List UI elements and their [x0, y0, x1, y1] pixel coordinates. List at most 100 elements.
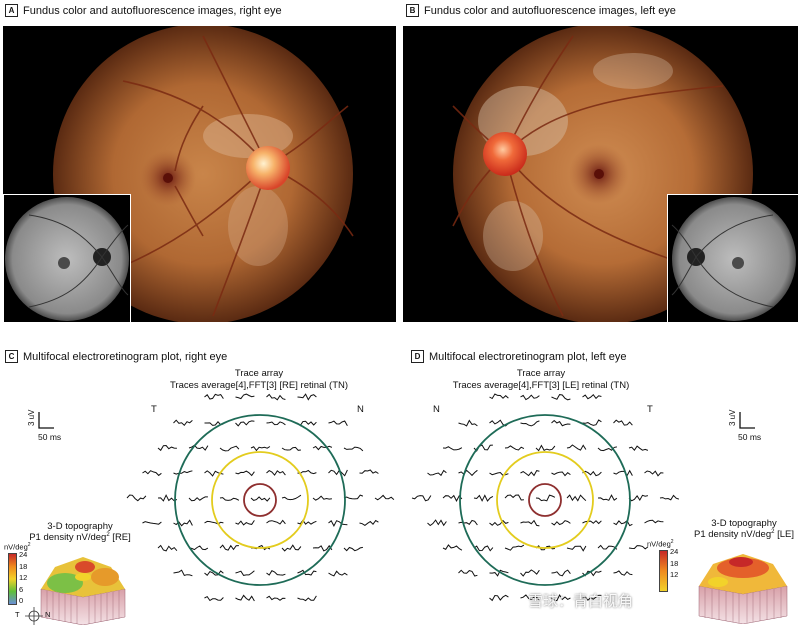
trace-waveform	[343, 494, 364, 500]
trace-waveform	[582, 594, 602, 601]
trace-waveform	[520, 470, 540, 477]
trace-waveform	[628, 494, 649, 502]
trace-waveform	[551, 419, 571, 427]
panel-c-left-marker: T	[151, 404, 157, 415]
trace-waveform	[281, 544, 302, 552]
trace-waveform	[173, 519, 193, 527]
panel-c-topo-subtitle: P1 density nV/deg2 [RE]	[29, 532, 131, 543]
trace-waveform	[489, 519, 509, 526]
trace-waveform	[566, 545, 587, 552]
trace-waveform	[312, 495, 332, 501]
trace-waveform	[504, 494, 524, 501]
panel-d-legend-unit-text: nV/deg	[647, 539, 671, 549]
trace-waveform	[535, 494, 556, 502]
panel-c-topo-subtitle-text: P1 density nV/deg	[29, 532, 107, 544]
trace-waveform	[628, 545, 649, 550]
panel-c-topo-subtitle-sup: 2	[106, 532, 110, 538]
trace-waveform	[266, 519, 286, 525]
panel-c-scale-bar: 3 uV 50 ms	[27, 410, 88, 446]
right-eye-autofluorescence-inset	[3, 194, 131, 322]
panel-a-title: A Fundus color and autofluorescence imag…	[5, 4, 282, 17]
trace-waveform	[628, 445, 649, 452]
trace-waveform	[235, 520, 255, 526]
panel-d-scale-bar: 3 uV 50 ms	[724, 410, 784, 446]
trace-waveform	[489, 594, 509, 602]
trace-waveform	[235, 470, 255, 477]
panel-c-title-text: Multifocal electroretinogram plot, right…	[23, 350, 228, 363]
trace-waveform	[597, 446, 617, 452]
panel-c-topo-subtitle-eye: [RE]	[109, 532, 131, 544]
trace-waveform	[266, 393, 286, 401]
trace-waveform	[566, 444, 587, 451]
trace-waveform	[597, 544, 618, 550]
panel-b-title: B Fundus color and autofluorescence imag…	[406, 4, 676, 17]
panel-c-right-marker: N	[357, 404, 364, 415]
trace-waveform	[597, 494, 618, 501]
panel-d-topo-subtitle-eye: [LE]	[774, 529, 794, 541]
panel-c-trace-title: Trace array	[234, 368, 284, 379]
legend-tick-label: 18	[670, 558, 679, 568]
trace-waveform	[613, 419, 633, 426]
middle-ring	[211, 451, 309, 549]
panel-c-axis-t: T	[15, 610, 20, 619]
panel-a-title-text: Fundus color and autofluorescence images…	[23, 4, 282, 17]
watermark-text: 雪球：青白视角	[528, 592, 634, 610]
panel-b-letter: B	[406, 4, 419, 17]
trace-waveform	[473, 494, 494, 502]
trace-waveform	[343, 446, 364, 452]
trace-waveform	[126, 494, 147, 502]
trace-waveform	[204, 570, 224, 577]
panel-d-scale-time: 50 ms	[738, 432, 762, 442]
trace-waveform	[173, 470, 193, 475]
trace-waveform	[188, 496, 208, 502]
trace-waveform	[359, 519, 379, 527]
trace-waveform	[489, 393, 509, 400]
inner-ring	[243, 483, 277, 517]
trace-waveform	[489, 569, 509, 577]
trace-waveform	[235, 420, 255, 427]
panel-c-title: C Multifocal electroretinogram plot, rig…	[5, 350, 227, 363]
trace-waveform	[520, 594, 540, 601]
trace-waveform	[328, 520, 348, 527]
panel-d-left-marker: N	[433, 404, 440, 415]
right-eye-fundus-image	[3, 26, 396, 322]
trace-waveform	[644, 470, 664, 477]
panel-c-orientation-axis: T N	[13, 605, 53, 627]
panel-c-trace-array	[126, 393, 395, 602]
trace-waveform	[489, 471, 509, 476]
trace-waveform	[427, 519, 447, 527]
trace-waveform	[142, 521, 162, 525]
trace-waveform	[427, 469, 447, 477]
trace-waveform	[551, 394, 571, 401]
panel-c-legend-unit: nV/deg2	[4, 542, 31, 552]
legend-tick-label: 24	[670, 547, 679, 556]
panel-d-topo-title: 3-D topography	[711, 518, 777, 529]
trace-waveform	[297, 519, 317, 525]
trace-waveform	[142, 470, 162, 477]
trace-waveform	[266, 570, 286, 576]
trace-waveform	[504, 445, 525, 451]
legend-tick-label: 6	[19, 584, 24, 594]
trace-waveform	[328, 420, 348, 426]
trace-waveform	[551, 569, 571, 577]
trace-waveform	[328, 570, 348, 577]
trace-waveform	[582, 520, 602, 525]
panel-d-title-text: Multifocal electroretinogram plot, left …	[429, 350, 627, 363]
inner-ring	[528, 483, 562, 517]
trace-waveform	[204, 520, 224, 525]
trace-waveform	[266, 595, 286, 601]
trace-waveform	[219, 445, 240, 452]
panel-c-color-legend	[8, 553, 17, 605]
left-eye-autofluorescence-inset	[667, 194, 798, 322]
panel-d-trace-array	[411, 393, 680, 602]
panel-c-trace-subtitle: Traces average[4],FFT[3] [RE] retinal (T…	[169, 380, 349, 391]
trace-waveform	[204, 595, 224, 602]
panel-d-3d-topography	[693, 544, 793, 624]
trace-waveform	[551, 593, 571, 602]
panel-c-3d-topography	[35, 547, 130, 625]
trace-waveform	[442, 446, 463, 451]
trace-waveform	[219, 544, 239, 551]
outer-ring	[174, 414, 346, 586]
